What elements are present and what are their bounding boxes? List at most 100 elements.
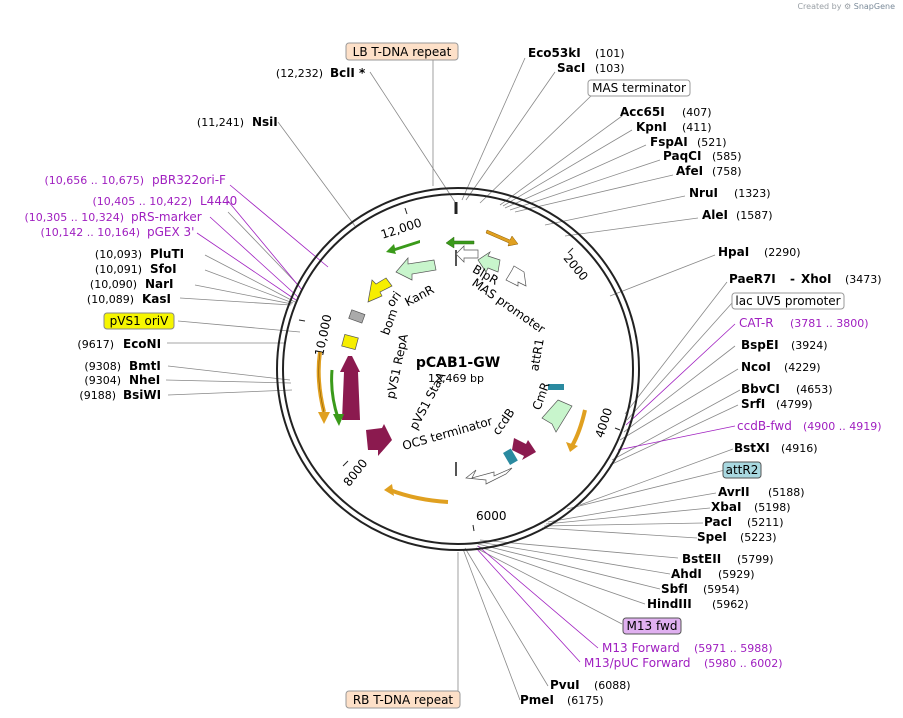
orange-arc-bottom — [389, 488, 449, 504]
site-name: BsiWI — [123, 388, 161, 402]
site-pos: (10,091) — [95, 263, 142, 276]
site-name: PmeI — [520, 693, 554, 707]
bom-label: bom — [378, 307, 400, 337]
site-name: KpnI — [636, 120, 667, 134]
site-name: SbfI — [661, 582, 688, 596]
cmr-arrow — [541, 399, 573, 433]
site-pos: (411) — [682, 121, 712, 134]
attr2-label: attR2 — [726, 463, 759, 477]
site-name: HpaI — [718, 245, 749, 259]
ori-label: ori — [384, 289, 404, 310]
site-pos: (407) — [682, 106, 712, 119]
site-name: NheI — [129, 373, 160, 387]
mas-terminator-label: MAS terminator — [592, 81, 686, 95]
backbone — [276, 187, 640, 551]
tick-label: 10,000 — [312, 313, 334, 357]
bom-rect — [348, 309, 366, 324]
ori-arrow — [367, 277, 393, 303]
site-name: BmtI — [129, 359, 161, 373]
oriv-rect — [341, 333, 359, 351]
site-name: AvrII — [718, 485, 750, 499]
site-name: AhdI — [671, 567, 702, 581]
site-dash: - — [790, 272, 795, 286]
tick-label: 8000 — [341, 456, 371, 489]
site-name: BclI * — [330, 66, 366, 80]
site-name: PacI — [704, 515, 732, 529]
site-name: NcoI — [741, 360, 771, 374]
site-pos: (3473) — [845, 273, 882, 286]
kanr-arrow — [395, 257, 437, 281]
site-name: FspAI — [650, 135, 688, 149]
site-pos: (103) — [595, 62, 625, 75]
kanr-label: KanR — [402, 282, 436, 309]
site-pos: (5223) — [740, 531, 777, 544]
attr1-label: attR1 — [527, 337, 546, 372]
site-name: SpeI — [697, 530, 727, 544]
site-name: Acc65I — [620, 105, 665, 119]
site-pos: (9308) — [84, 360, 121, 373]
site-pos: (11,241) — [197, 116, 244, 129]
site-name: AleI — [702, 208, 728, 222]
blpr-arrow — [477, 250, 501, 273]
site-name: SfoI — [150, 262, 177, 276]
primer-name: pRS-marker — [131, 210, 202, 224]
orange-arrow — [485, 229, 519, 247]
primer-pos: (10,405 .. 10,422) — [92, 195, 192, 208]
site-name: BspEI — [741, 338, 779, 352]
site-pos: (4916) — [781, 442, 818, 455]
thin-arrow — [445, 236, 475, 249]
tick-marks — [298, 207, 621, 532]
site-pos: (10,089) — [87, 293, 134, 306]
site-name: PluTI — [150, 247, 184, 261]
pvs1-repa-label: pVS1 RepA — [384, 332, 412, 400]
primer-name: pGEX 3' — [147, 225, 194, 239]
primer-name: M13/pUC Forward — [584, 656, 691, 670]
small-arrow — [455, 245, 479, 263]
rb-tdna-label: RB T-DNA repeat — [353, 693, 454, 707]
primer-name: M13 Forward — [602, 641, 680, 655]
site-name: XbaI — [711, 500, 741, 514]
connector-lines — [165, 57, 741, 701]
site-name: SrfI — [741, 397, 765, 411]
feature-arrows — [316, 229, 587, 504]
lac-uv5-label: lac UV5 promoter — [735, 294, 840, 308]
site-name: SacI — [557, 61, 585, 75]
site-pos: (5799) — [737, 553, 774, 566]
primer-pos: (5980 .. 6002) — [704, 657, 783, 670]
tick-label: 4000 — [592, 406, 615, 439]
primer-pos: (5971 .. 5988) — [694, 642, 773, 655]
attr1-marker — [548, 384, 564, 390]
site-pos: (585) — [712, 150, 742, 163]
orange-arc-right — [570, 409, 587, 447]
snapgene-logo-icon: ⚙ — [844, 2, 852, 11]
mas-promoter-label: MAS promoter — [469, 276, 547, 337]
site-name: PvuI — [550, 678, 580, 692]
snapgene-branding: Created by ⚙ SnapGene — [797, 2, 895, 11]
site-pos: (9617) — [77, 338, 114, 351]
tick-label: 2000 — [561, 251, 591, 283]
site-pos: (101) — [595, 47, 625, 60]
site-name: NarI — [145, 277, 174, 291]
site-pos: (521) — [697, 136, 727, 149]
site-name: AfeI — [676, 164, 703, 178]
site-pos: (6088) — [594, 679, 631, 692]
site-pos: (10,093) — [95, 248, 142, 261]
site-name: PaqCI — [663, 149, 701, 163]
site-name: KasI — [142, 292, 171, 306]
site-name: Eco53kI — [528, 46, 581, 60]
site-pos: (5954) — [703, 583, 740, 596]
site-pos: (2290) — [764, 246, 801, 259]
site-pos: (5962) — [712, 598, 749, 611]
created-by-text: Created by — [797, 2, 842, 11]
primer-pos: (10,656 .. 10,675) — [44, 174, 144, 187]
ccdb-label: ccdB — [489, 406, 517, 438]
thin-arrow — [386, 240, 420, 254]
primer-name: pBR322ori-F — [152, 173, 226, 187]
tick-label: 12,000 — [379, 215, 423, 241]
staa-arrow — [366, 424, 392, 456]
lb-tdna-label: LB T-DNA repeat — [353, 45, 452, 59]
primer-lines — [196, 184, 736, 663]
attr2-marker — [503, 448, 518, 466]
primer-name: ccdB-fwd — [737, 419, 792, 433]
